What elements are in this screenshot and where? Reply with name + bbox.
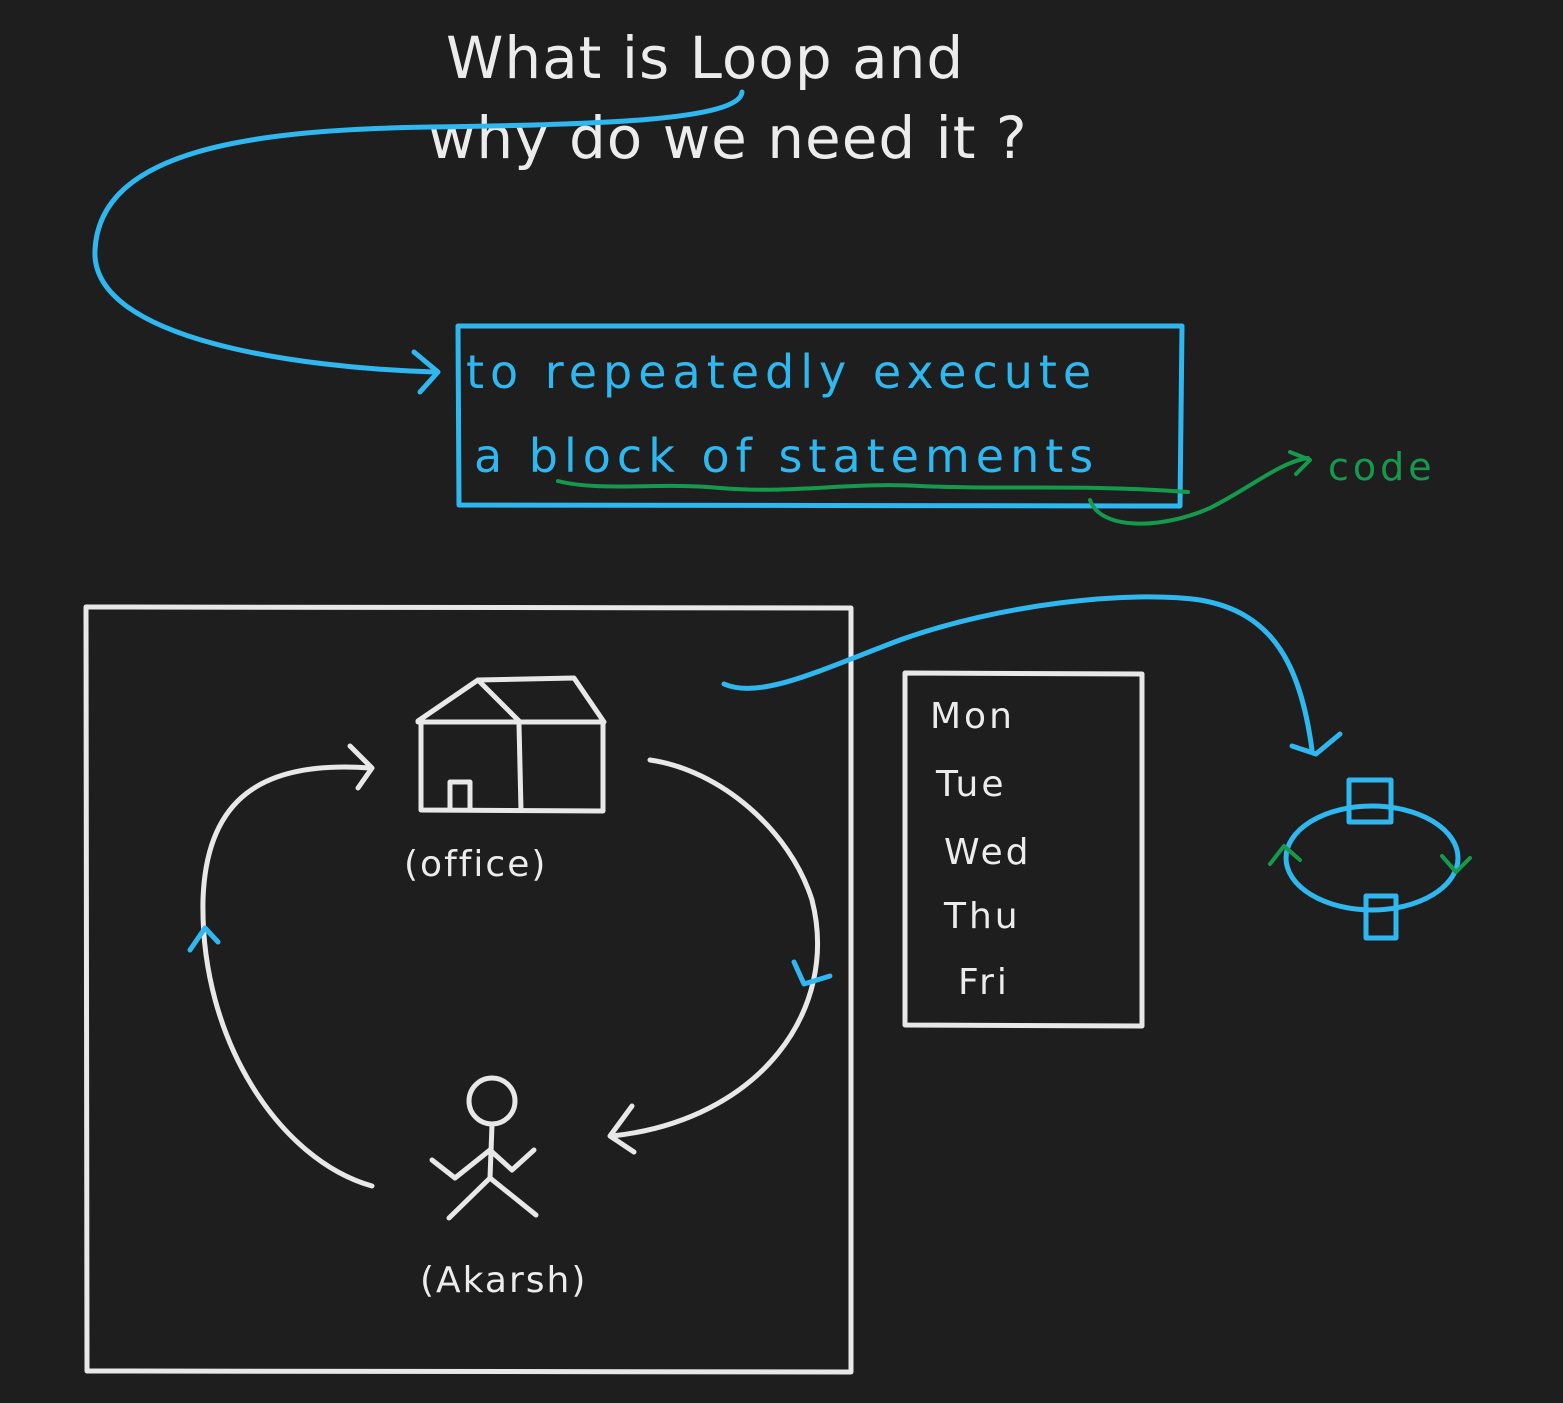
frame-to-loop-arrow [721,594,1315,753]
cycle-direction-mark-left [187,925,221,953]
cycle-direction-mark-right [791,959,833,987]
day-item: Thu [943,896,1021,937]
person-label: (Akarsh) [420,1260,587,1301]
title-to-definition-arrow [92,89,745,375]
definition-line-2: a block of statements [474,429,1099,483]
definition-line-1: to repeatedly execute [466,345,1097,399]
office-label: (office) [404,844,547,885]
cycle-arrow-left-head [347,743,375,791]
days-box: Mon Tue Wed Thu Fri [902,670,1145,1029]
title-group: What is Loop and why do we need it ? [428,24,1028,172]
day-item: Tue [935,764,1007,805]
block-to-code-arrowhead [1288,450,1312,476]
definition-box: to repeatedly execute a block of stateme… [455,323,1185,509]
day-item: Fri [958,962,1010,1003]
day-item: Mon [930,696,1015,737]
cycle-arrow-left [200,764,375,1189]
person-icon [429,1075,539,1221]
title-line-2: why do we need it ? [428,104,1028,172]
frame-to-loop-arrowhead [1289,731,1343,757]
cycle-frame [83,604,854,1375]
title-to-definition-arrowhead [411,349,441,395]
cycle-arrow-right [609,757,820,1139]
loop-icon [1268,777,1472,941]
office-icon [415,675,607,814]
title-line-1: What is Loop and [446,24,964,92]
day-item: Wed [944,832,1032,873]
block-underline [556,479,1190,494]
block-to-code-arrow [1088,456,1310,526]
code-label: code [1328,445,1436,489]
cycle-arrow-right-head [607,1103,637,1155]
